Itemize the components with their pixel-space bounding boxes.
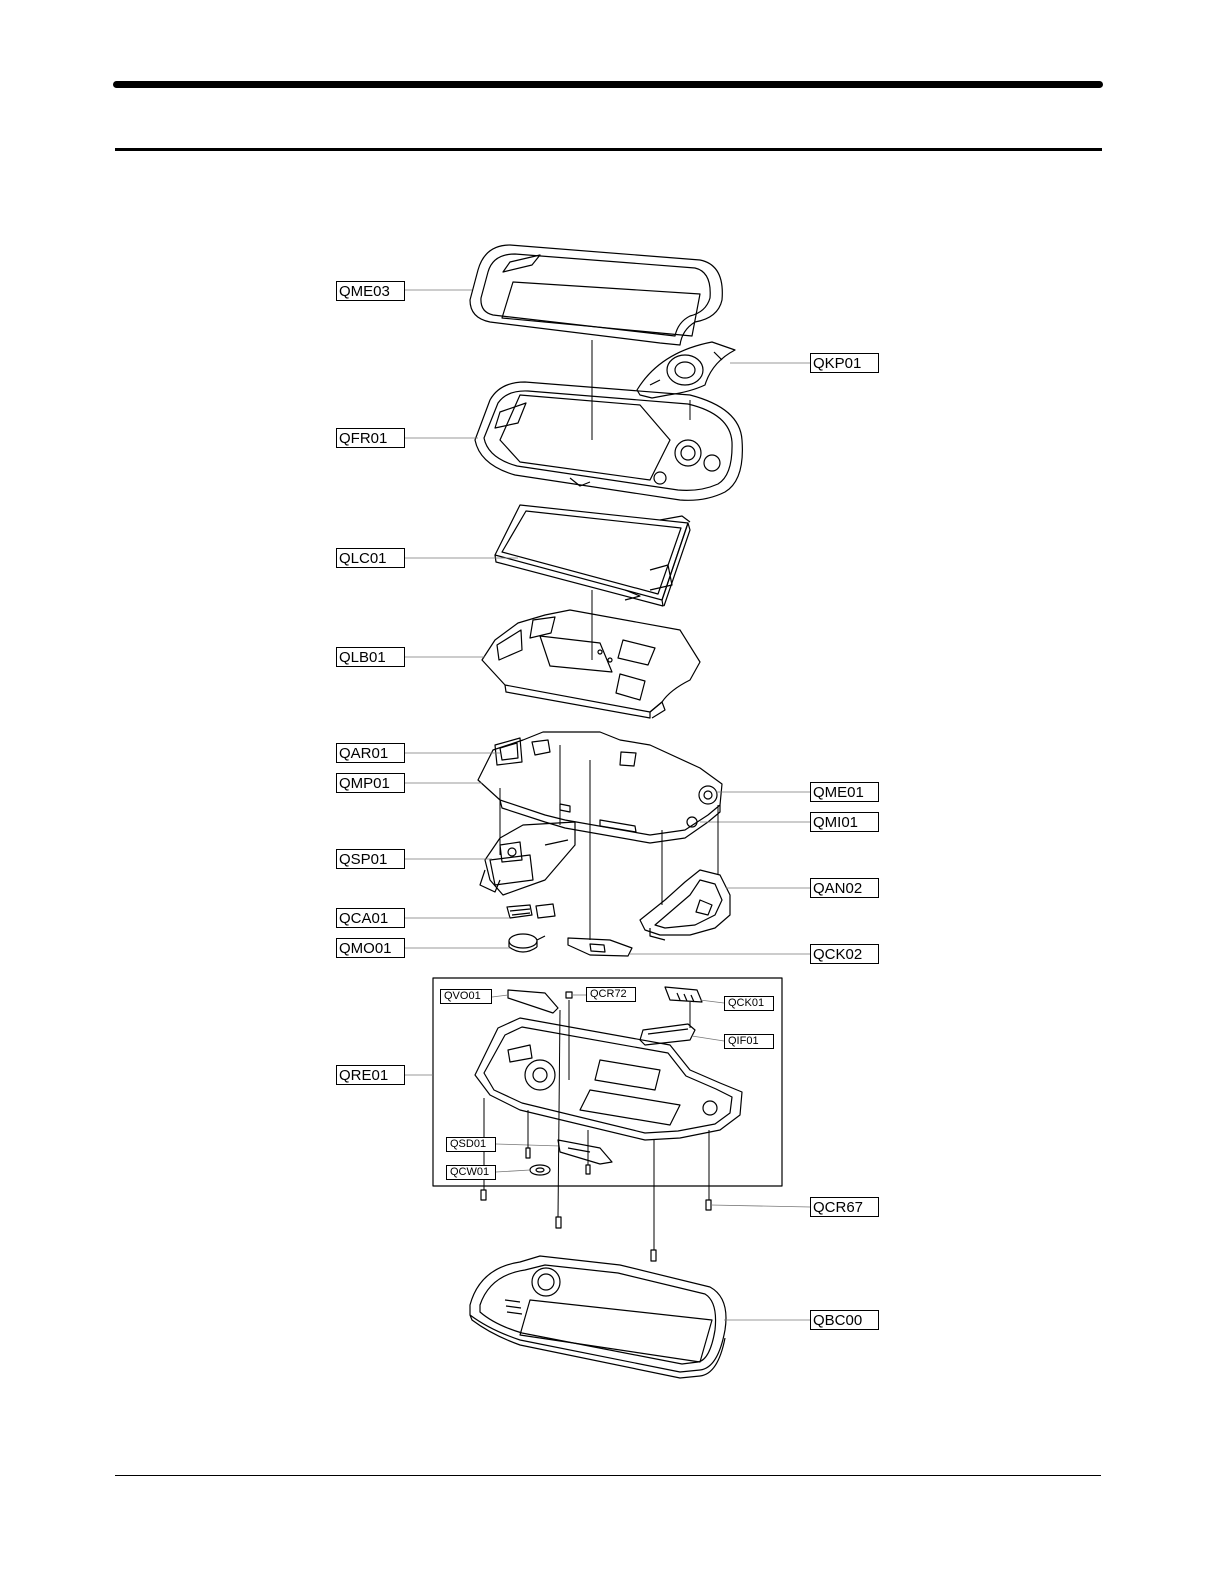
side-key-part: [568, 938, 632, 956]
battery-cover-part: [470, 1256, 726, 1378]
label-qmi01: QMI01: [810, 812, 879, 832]
label-qre01: QRE01: [336, 1065, 405, 1085]
label-qkp01: QKP01: [810, 353, 879, 373]
main-pcb-part: [478, 732, 722, 843]
label-qfr01: QFR01: [336, 428, 405, 448]
label-qbc00: QBC00: [810, 1310, 879, 1330]
label-qar01: QAR01: [336, 743, 405, 763]
label-qck01: QCK01: [724, 996, 774, 1011]
label-qcr67: QCR67: [810, 1197, 879, 1217]
label-qca01: QCA01: [336, 908, 405, 928]
label-qlb01: QLB01: [336, 647, 405, 667]
sd-holder-part: [558, 1140, 612, 1164]
label-qif01: QIF01: [724, 1034, 774, 1049]
label-qsd01: QSD01: [446, 1137, 496, 1152]
volume-key-part: [508, 990, 558, 1013]
screw-parts: [481, 992, 711, 1261]
label-qvo01: QVO01: [440, 989, 492, 1004]
washer-part: [530, 1165, 550, 1175]
speaker-part: [480, 822, 575, 895]
label-qmp01: QMP01: [336, 773, 405, 793]
front-frame-part: [475, 382, 742, 500]
label-qme03: QME03: [336, 281, 405, 301]
label-qsp01: QSP01: [336, 849, 405, 869]
label-qcw01: QCW01: [446, 1165, 496, 1180]
antenna-part: [640, 870, 730, 940]
label-qmo01: QMO01: [336, 938, 405, 958]
interface-connector-part: [640, 1024, 695, 1045]
label-qck02: QCK02: [810, 944, 879, 964]
motor-part: [509, 934, 545, 952]
lcd-bracket-part: [482, 610, 700, 718]
label-qcr72: QCR72: [586, 987, 636, 1002]
label-qme01: QME01: [810, 782, 879, 802]
camera-key-part: [665, 987, 702, 1002]
label-qlc01: QLC01: [336, 548, 405, 568]
keypad-part: [637, 342, 735, 398]
window-glass-part: [470, 245, 722, 345]
connector-part: [507, 904, 555, 918]
label-qan02: QAN02: [810, 878, 879, 898]
